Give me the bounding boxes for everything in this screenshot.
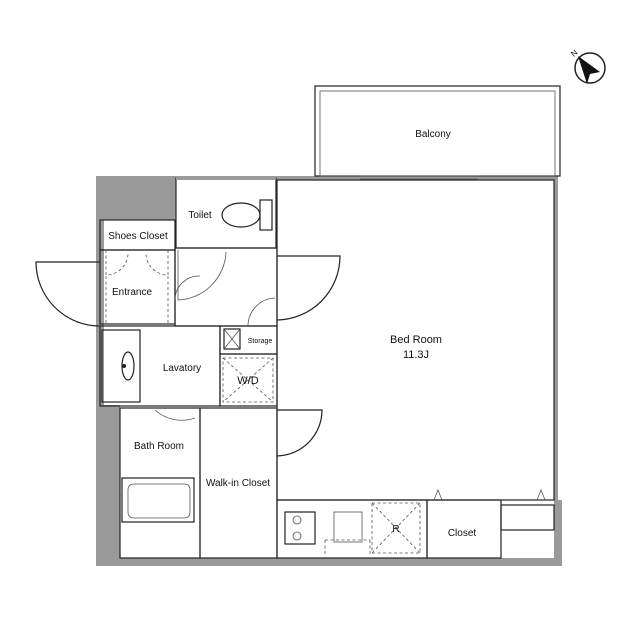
toilet-fixture-icon (221, 199, 273, 231)
room-label-toilet: Toilet (188, 210, 212, 221)
sink-icon (101, 329, 141, 403)
label-refrigerator: R (392, 524, 399, 535)
structural-walls (96, 176, 562, 566)
room-label-lavatory: Lavatory (163, 363, 201, 374)
room-label-bed-room: Bed Room (390, 334, 442, 346)
compass-icon: N (569, 48, 606, 84)
stove-icon (284, 511, 316, 545)
bathtub-icon (121, 477, 195, 523)
closet-markers (433, 488, 546, 501)
washer-dryer-icon (222, 357, 274, 403)
room-label-entrance: Entrance (112, 287, 152, 298)
room-label-shoes-closet: Shoes Closet (108, 231, 168, 242)
room-label-walk-in-closet: Walk-in Closet (206, 478, 270, 489)
storage-box-icon (223, 328, 241, 350)
room-label-closet: Closet (448, 528, 477, 539)
compass-north-label: N (569, 48, 579, 59)
doors (35, 250, 341, 457)
interior-walls (99, 176, 555, 559)
shoes-closet-doors (105, 250, 169, 324)
room-size-bed-room: 11.3J (403, 349, 429, 361)
room-label-wd: W/D (237, 375, 258, 387)
room-label-balcony: Balcony (415, 129, 451, 140)
room-label-storage: Storage (248, 338, 273, 345)
room-label-bath-room: Bath Room (134, 441, 184, 452)
refrigerator-icon (371, 502, 421, 554)
kitchen-sink-icon (324, 511, 371, 556)
balcony-window (360, 175, 478, 180)
